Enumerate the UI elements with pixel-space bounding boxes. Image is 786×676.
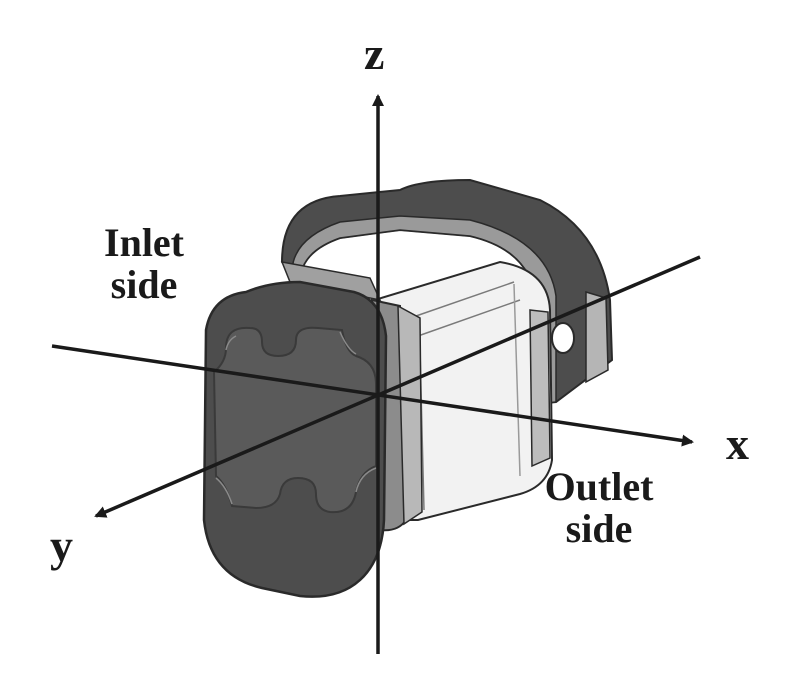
- outlet-side-label: Outlet side: [528, 466, 670, 550]
- rear-bracket: [280, 178, 614, 406]
- y-axis-label: y: [50, 520, 73, 571]
- z-axis-label: z: [364, 28, 385, 79]
- mounting-hole-icon: [551, 322, 575, 354]
- y-axis-arrow-icon: [94, 255, 701, 518]
- outlet-label-line2: side: [565, 506, 633, 551]
- x-axis-label: x: [726, 418, 749, 469]
- front-cover-plate: [202, 280, 388, 598]
- inlet-label-line2: side: [110, 262, 178, 307]
- outlet-label-line1: Outlet: [544, 464, 654, 509]
- inlet-side-label: Inlet side: [92, 222, 196, 306]
- x-axis-arrow-icon: [51, 344, 694, 447]
- inlet-label-line1: Inlet: [104, 220, 184, 265]
- coordinate-axes: [51, 94, 701, 654]
